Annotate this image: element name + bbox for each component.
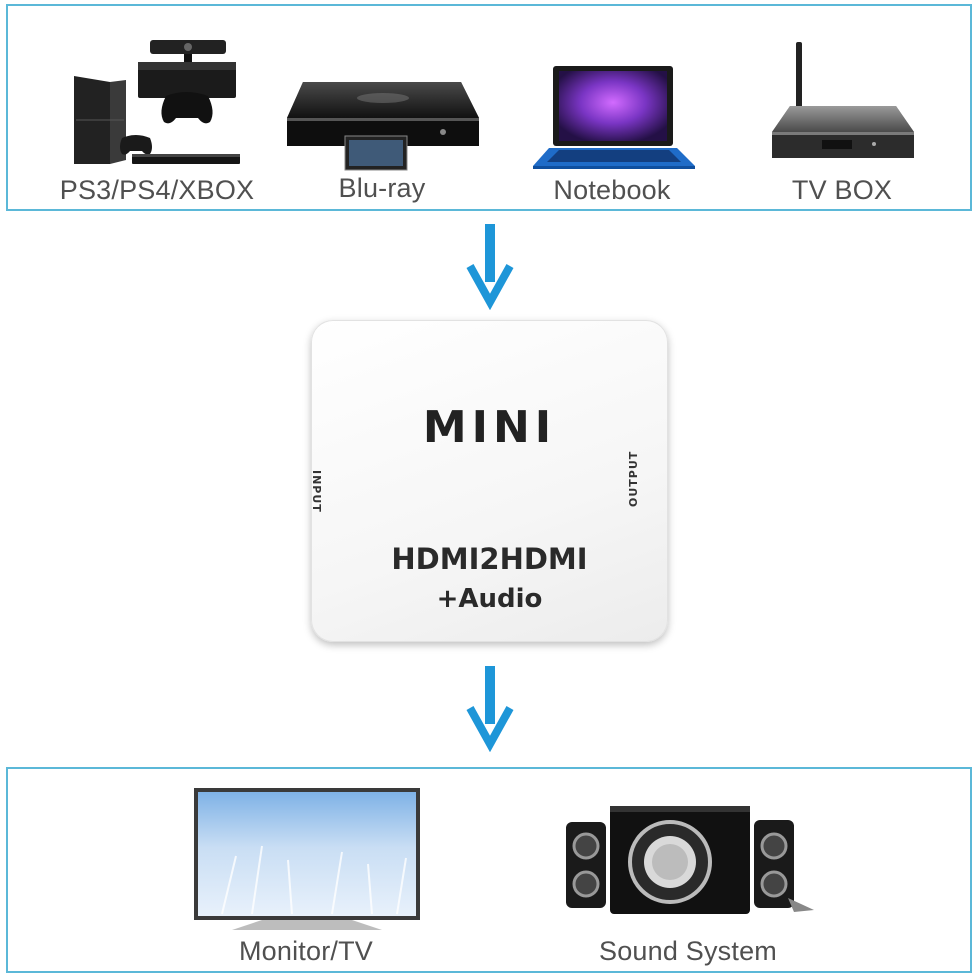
speaker-system-icon — [562, 798, 814, 918]
bluray-player-icon — [283, 78, 481, 172]
output-devices-panel — [6, 767, 972, 973]
source-label-notebook: Notebook — [553, 175, 671, 205]
output-label-monitor: Monitor/TV — [238, 936, 374, 966]
tv-box-icon — [770, 40, 916, 166]
arrow-down-icon — [466, 666, 514, 757]
converter-brand-label: MINI — [422, 402, 557, 453]
output-label-speakers: Sound System — [599, 936, 777, 966]
source-label-bluray: Blu-ray — [338, 173, 426, 203]
arrow-down-icon — [466, 224, 514, 315]
game-console-icon — [66, 36, 244, 170]
output-port-label: OUTPUT — [627, 450, 640, 507]
converter-model-label: HDMI2HDMI — [391, 542, 588, 576]
laptop-icon — [531, 64, 697, 170]
hdmi-converter-device: MINI INPUT OUTPUT HDMI2HDMI +Audio — [310, 320, 668, 642]
source-label-consoles: PS3/PS4/XBOX — [59, 175, 255, 205]
source-label-tvbox: TV BOX — [791, 175, 893, 205]
input-port-label: INPUT — [310, 470, 323, 513]
monitor-icon — [192, 786, 422, 932]
converter-audio-label: +Audio — [436, 584, 543, 614]
